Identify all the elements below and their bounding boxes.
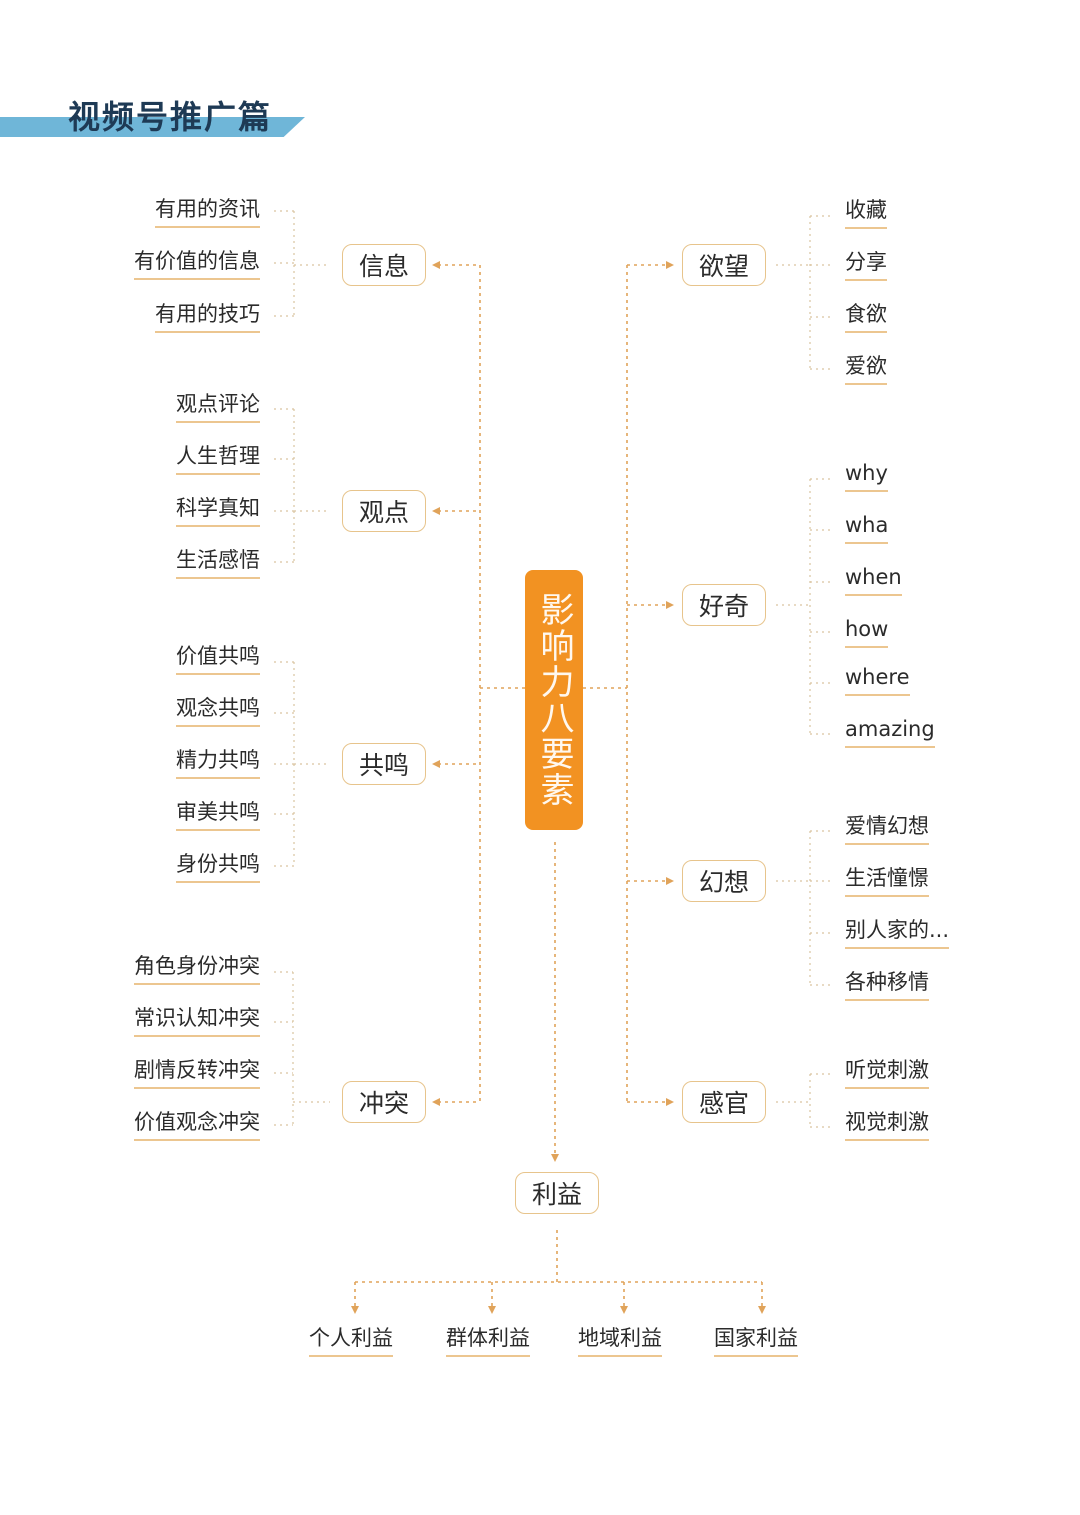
- leaf-item: 国家利益: [714, 1325, 798, 1357]
- leaf-item: 食欲: [845, 301, 887, 333]
- leaf-item: 价值共鸣: [176, 643, 260, 675]
- leaf-item: wha: [845, 512, 889, 544]
- leaf-item: 地域利益: [578, 1325, 662, 1357]
- leaf-item: 收藏: [845, 197, 887, 229]
- leaf-item: 听觉刺激: [845, 1057, 929, 1089]
- leaf-item: 爱情幻想: [845, 813, 929, 845]
- leaf-item: 各种移情: [845, 969, 929, 1001]
- leaf-item: when: [845, 564, 902, 596]
- leaf-item: 身份共鸣: [176, 851, 260, 883]
- leaf-item: 有用的技巧: [155, 301, 260, 333]
- branch-node-info: 信息: [342, 244, 426, 286]
- leaf-item: 个人利益: [309, 1325, 393, 1357]
- center-node: 影响力八要素: [525, 570, 583, 830]
- title-accent-band: [0, 117, 305, 137]
- leaf-item: 有用的资讯: [155, 196, 260, 228]
- leaf-item: 视觉刺激: [845, 1109, 929, 1141]
- branch-node-resonance: 共鸣: [342, 743, 426, 785]
- branch-node-fantasy: 幻想: [682, 860, 766, 902]
- leaf-item: 观点评论: [176, 391, 260, 423]
- leaf-item: 科学真知: [176, 495, 260, 527]
- branch-node-desire: 欲望: [682, 244, 766, 286]
- leaf-item: 剧情反转冲突: [134, 1057, 260, 1089]
- leaf-item: 生活感悟: [176, 547, 260, 579]
- page-title: 视频号推广篇: [68, 98, 273, 136]
- leaf-item: 生活憧憬: [845, 865, 929, 897]
- leaf-item: why: [845, 460, 888, 492]
- leaf-item: 角色身份冲突: [134, 953, 260, 985]
- branch-node-senses: 感官: [682, 1081, 766, 1123]
- branch-node-viewpoint: 观点: [342, 490, 426, 532]
- leaf-item: 观念共鸣: [176, 695, 260, 727]
- leaf-item: how: [845, 616, 889, 648]
- leaf-item: 审美共鸣: [176, 799, 260, 831]
- leaf-item: 人生哲理: [176, 443, 260, 475]
- leaf-item: 分享: [845, 249, 887, 281]
- leaf-item: where: [845, 664, 910, 696]
- leaf-item: 价值观念冲突: [134, 1109, 260, 1141]
- leaf-item: amazing: [845, 716, 935, 748]
- branch-node-conflict: 冲突: [342, 1081, 426, 1123]
- leaf-item: 常识认知冲突: [134, 1005, 260, 1037]
- leaf-item: 群体利益: [446, 1325, 530, 1357]
- leaf-item: 有价值的信息: [134, 248, 260, 280]
- branch-node-curiosity: 好奇: [682, 584, 766, 626]
- leaf-item: 别人家的...: [845, 917, 950, 949]
- leaf-item: 爱欲: [845, 353, 887, 385]
- leaf-item: 精力共鸣: [176, 747, 260, 779]
- branch-node-interest: 利益: [515, 1172, 599, 1214]
